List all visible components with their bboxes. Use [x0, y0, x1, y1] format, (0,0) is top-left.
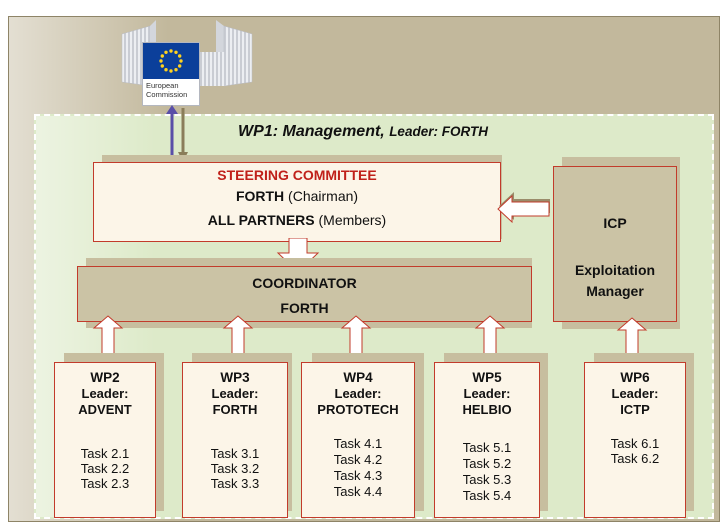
icp-box: ICP Exploitation Manager	[553, 166, 677, 322]
wp5-id: WP5	[472, 370, 502, 385]
wp4-task-3: Task 4.3	[333, 468, 383, 483]
wp5-task-3: Task 5.3	[462, 472, 512, 487]
wp4-id: WP4	[343, 370, 373, 385]
wp3-box: WP3 Leader: FORTH Task 3.1 Task 3.2 Task…	[182, 362, 288, 518]
wp1-title: WP1: Management, Leader: FORTH	[0, 123, 726, 141]
wp2-leader-label: Leader:	[81, 386, 129, 401]
steering-members-role: (Members)	[318, 212, 387, 228]
wp2-task-2: Task 2.2	[80, 461, 130, 476]
steering-chair: FORTH (Chairman)	[94, 187, 500, 205]
eu-flag-icon	[143, 43, 199, 79]
steering-chair-name: FORTH	[235, 188, 285, 204]
steering-committee-title: STEERING COMMITTEE	[217, 167, 377, 183]
european-commission-logo: European Commission	[116, 12, 256, 106]
commission-line-2: Commission	[146, 90, 188, 99]
wp6-task-2: Task 6.2	[610, 451, 660, 466]
commission-line-1: European	[146, 81, 179, 90]
wp5-task-4: Task 5.4	[462, 488, 512, 503]
wp1-title-main: WP1: Management,	[238, 123, 385, 140]
wp1-title-leader: Leader: FORTH	[389, 124, 488, 139]
wp4-task-2: Task 4.2	[333, 452, 383, 467]
wp6-task-1: Task 6.1	[610, 436, 660, 451]
coordinator-title: COORDINATOR	[252, 275, 357, 291]
icp-name: ICP	[603, 215, 627, 231]
wp5-leader-label: Leader:	[463, 386, 511, 401]
wp5-task-2: Task 5.2	[462, 456, 512, 471]
wp3-leader-label: Leader:	[211, 386, 259, 401]
wp4-task-4: Task 4.4	[333, 484, 383, 499]
wp2-id: WP2	[90, 370, 120, 385]
wp6-leader-label: Leader:	[611, 386, 659, 401]
steering-committee-box: STEERING COMMITTEE FORTH (Chairman) ALL …	[93, 162, 501, 242]
wp2-task-1: Task 2.1	[80, 446, 130, 461]
icp-role-line-2: Manager	[586, 283, 644, 299]
wp5-box: WP5 Leader: HELBIO Task 5.1 Task 5.2 Tas…	[434, 362, 540, 518]
wp3-id: WP3	[220, 370, 250, 385]
wp4-leader-label: Leader:	[334, 386, 382, 401]
left-arrow-icon	[497, 192, 550, 224]
wp3-leader: FORTH	[212, 402, 258, 417]
wp6-leader: ICTP	[620, 402, 650, 417]
wp2-leader: ADVENT	[78, 402, 132, 417]
steering-members-name: ALL PARTNERS	[207, 212, 315, 228]
wp5-task-1: Task 5.1	[462, 440, 512, 455]
eu-flag-box: European Commission	[142, 42, 200, 106]
wp3-task-2: Task 3.2	[210, 461, 260, 476]
wp4-task-1: Task 4.1	[333, 436, 383, 451]
wp4-leader: PROTOTECH	[317, 402, 399, 417]
steering-members: ALL PARTNERS (Members)	[94, 211, 500, 229]
wp4-box: WP4 Leader: PROTOTECH Task 4.1 Task 4.2 …	[301, 362, 415, 518]
wp3-task-1: Task 3.1	[210, 446, 260, 461]
wp6-box: WP6 Leader: ICTP Task 6.1 Task 6.2	[584, 362, 686, 518]
coordinator-name: FORTH	[280, 300, 329, 316]
wp5-leader: HELBIO	[462, 402, 512, 417]
wp6-id: WP6	[620, 370, 650, 385]
steering-chair-role: (Chairman)	[288, 188, 359, 204]
wp2-box: WP2 Leader: ADVENT Task 2.1 Task 2.2 Tas…	[54, 362, 156, 518]
wp2-task-3: Task 2.3	[80, 476, 130, 491]
coordinator-box: COORDINATOR FORTH	[77, 266, 532, 322]
icp-role-line-1: Exploitation	[574, 262, 656, 278]
wp3-task-3: Task 3.3	[210, 476, 260, 491]
